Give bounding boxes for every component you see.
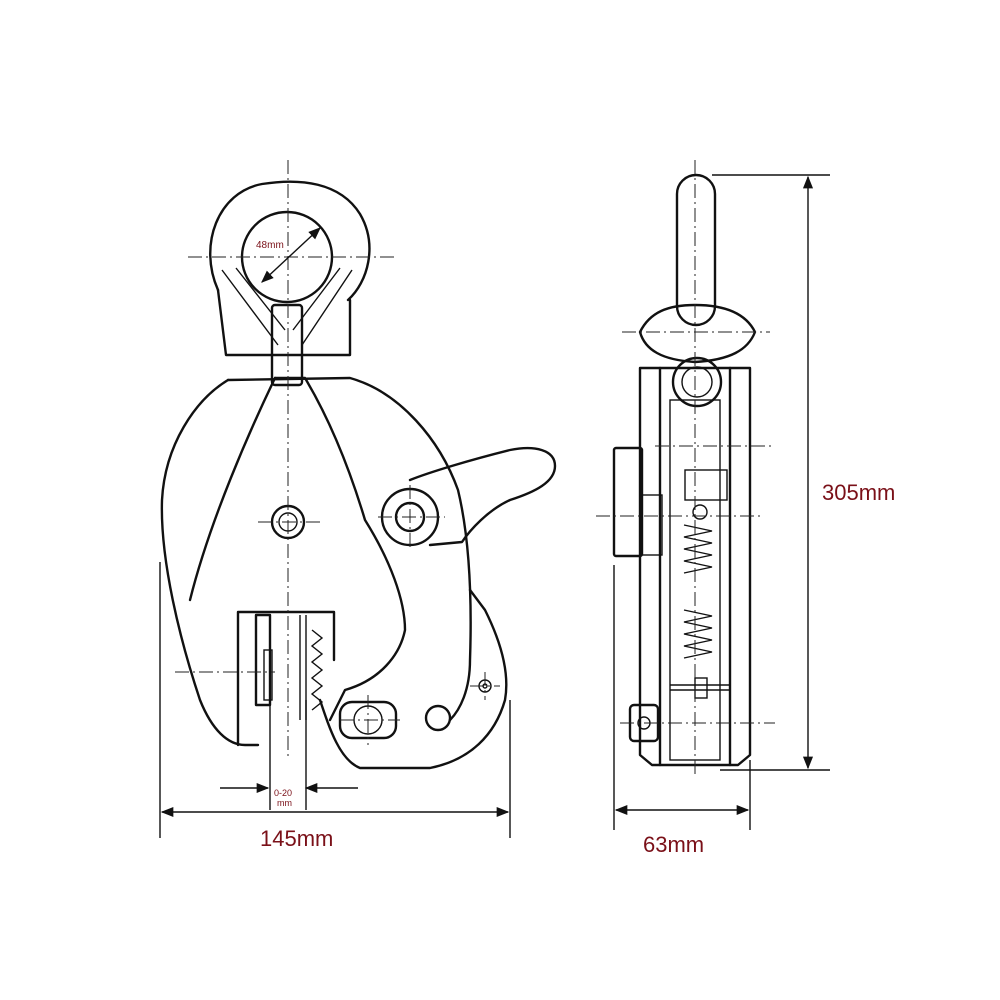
front-view (160, 160, 557, 770)
clamp-body (160, 376, 508, 770)
side-shackle (638, 173, 757, 408)
dimension-lines (159, 174, 830, 838)
eye-diameter-label: 48mm (256, 240, 284, 251)
depth-dimension-label: 63mm (643, 832, 705, 857)
width-dimension-label: 145mm (260, 826, 334, 851)
height-dimension-label: 305mm (822, 480, 896, 505)
jaw-opening-unit-label: mm (277, 798, 292, 808)
jaw-opening-value-label: 0-20 (274, 788, 293, 798)
side-plates (612, 366, 752, 767)
lock-handle (380, 446, 557, 547)
side-view (596, 160, 775, 775)
lifting-eye (209, 180, 371, 387)
